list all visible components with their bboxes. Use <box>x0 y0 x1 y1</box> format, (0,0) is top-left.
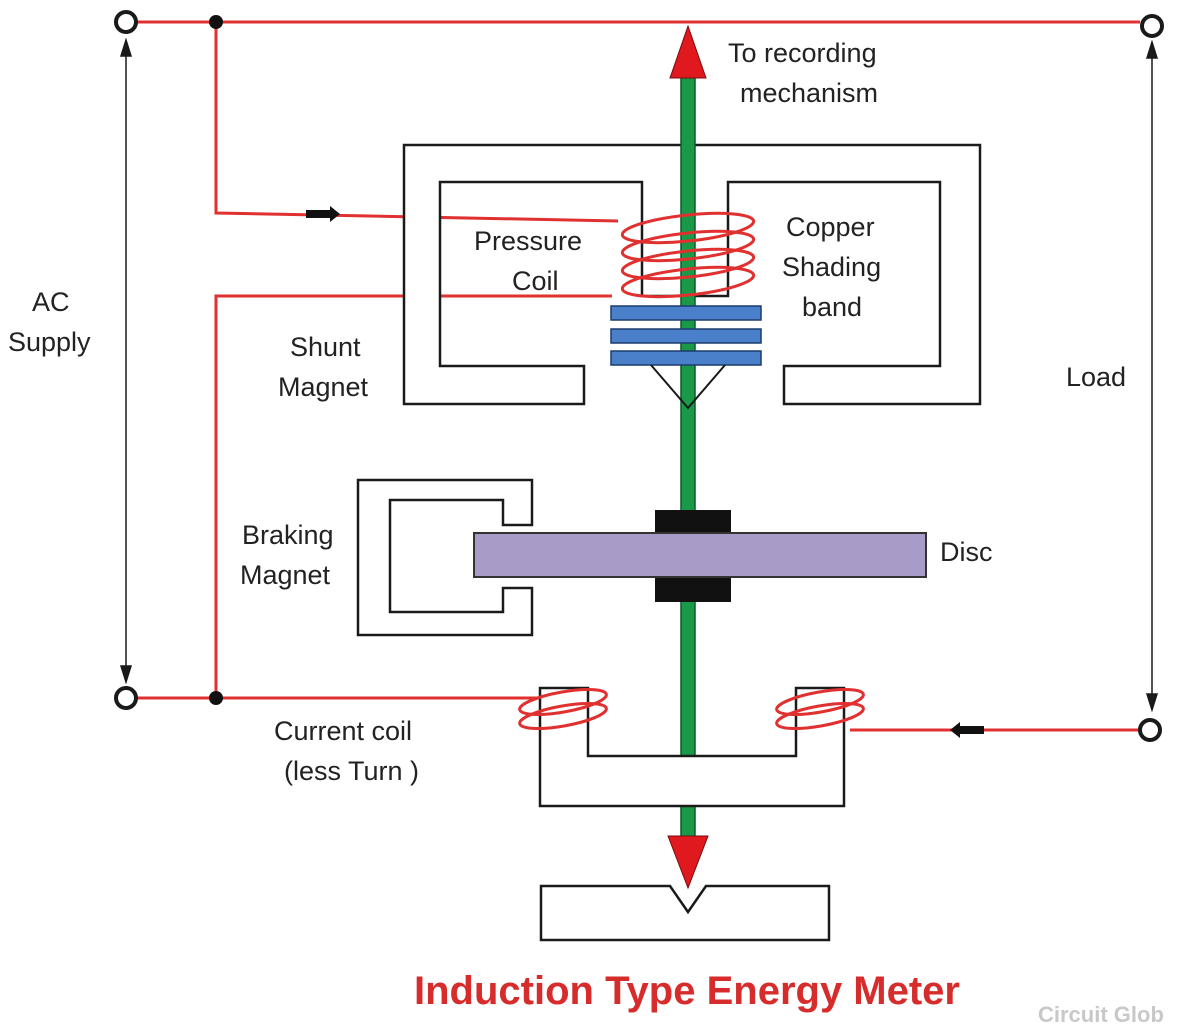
disc-hub-top <box>655 510 731 535</box>
junction-dot-bottom <box>209 691 223 705</box>
current-coil-right <box>775 688 865 730</box>
series-magnet <box>538 686 846 808</box>
terminal-top-left <box>114 10 138 34</box>
disc-hub-bottom <box>655 577 731 602</box>
terminal-top-right <box>1140 14 1164 38</box>
junction-dot-top <box>209 15 223 29</box>
diagram-title: Induction Type Energy Meter <box>414 969 960 1013</box>
label-coil: Coil <box>512 266 559 296</box>
copper-shading-band <box>610 305 762 366</box>
label-ac: AC <box>32 287 70 317</box>
spindle-shaft <box>680 73 696 845</box>
pressure-coil <box>620 211 756 299</box>
supply-wiring <box>136 20 1140 732</box>
current-direction-arrow-right <box>306 206 340 222</box>
label-less-turn: (less Turn ) <box>284 756 419 786</box>
disc <box>473 532 927 578</box>
label-copper: Copper <box>786 212 875 242</box>
terminal-bottom-left <box>114 686 138 710</box>
terminal-bottom-right <box>1138 718 1162 742</box>
load-arrow <box>1145 39 1159 713</box>
label-shading: Shading <box>782 252 881 282</box>
current-coil-left <box>518 688 608 730</box>
watermark: Circuit Glob <box>1038 1002 1164 1024</box>
ac-supply-arrow <box>119 37 133 685</box>
label-current-coil: Current coil <box>274 716 412 746</box>
down-arrow-head <box>667 835 709 890</box>
label-braking: Braking <box>242 520 334 550</box>
label-pressure: Pressure <box>474 226 582 256</box>
label-mechanism: mechanism <box>740 78 878 108</box>
label-shunt-magnet: Magnet <box>278 372 369 402</box>
label-disc: Disc <box>940 537 993 567</box>
label-shunt: Shunt <box>290 332 361 362</box>
pole-tip <box>650 364 726 410</box>
current-direction-arrow-left <box>950 722 984 738</box>
label-supply: Supply <box>8 327 91 357</box>
label-braking-magnet: Magnet <box>240 560 331 590</box>
recording-block <box>539 884 831 942</box>
label-to-recording: To recording <box>728 38 877 68</box>
braking-magnet <box>356 478 534 637</box>
up-arrow-head <box>669 24 707 79</box>
label-band: band <box>802 292 862 322</box>
label-load: Load <box>1066 362 1126 392</box>
